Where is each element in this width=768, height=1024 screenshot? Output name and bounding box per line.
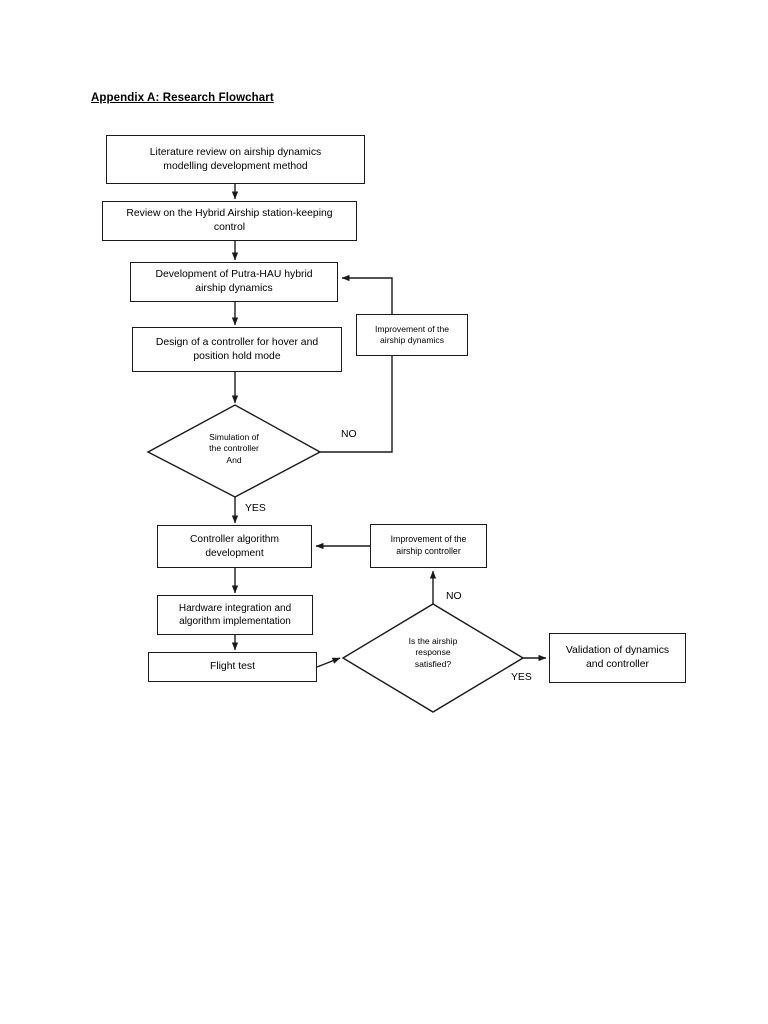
node-improvement-airship-dynamics[interactable]: Improvement of the airship dynamics	[356, 314, 468, 356]
edge-label-simulation-yes: YES	[245, 503, 266, 514]
edge-flight-test-to-decision	[316, 657, 341, 668]
node-validation[interactable]: Validation of dynamics and controller	[549, 633, 686, 683]
node-controller-algorithm[interactable]: Controller algorithm development	[157, 525, 312, 568]
page-title: Appendix A: Research Flowchart	[91, 92, 274, 104]
edge-label-response-yes: YES	[511, 672, 532, 683]
edge-label-response-no: NO	[446, 591, 462, 602]
node-hardware-integration[interactable]: Hardware integration and algorithm imple…	[157, 595, 313, 635]
node-validation-label: Validation of dynamics and controller	[565, 645, 670, 670]
edge-label-simulation-no: NO	[341, 429, 357, 440]
node-hybrid-airship-review-label: Review on the Hybrid Airship station-kee…	[126, 208, 333, 233]
decision-response-shape	[341, 603, 525, 713]
node-hardware-integration-label: Hardware integration and algorithm imple…	[178, 602, 292, 627]
node-literature-review[interactable]: Literature review on airship dynamics mo…	[106, 135, 365, 184]
node-hybrid-airship-review[interactable]: Review on the Hybrid Airship station-kee…	[102, 201, 357, 241]
node-development-putra-hau-label: Development of Putra-HAU hybrid airship …	[155, 269, 313, 294]
node-flight-test[interactable]: Flight test	[148, 652, 317, 682]
node-literature-review-label: Literature review on airship dynamics mo…	[149, 146, 322, 172]
node-controller-design[interactable]: Design of a controller for hover and pos…	[132, 327, 342, 372]
edge-simulation-no-feedback	[320, 274, 393, 453]
decision-simulation-shape	[146, 404, 322, 498]
node-improvement-airship-dynamics-label: Improvement of the airship dynamics	[374, 323, 450, 345]
node-flight-test-label: Flight test	[209, 661, 256, 673]
node-improvement-airship-controller[interactable]: Improvement of the airship controller	[370, 524, 487, 568]
node-controller-algorithm-label: Controller algorithm development	[190, 534, 279, 559]
node-controller-design-label: Design of a controller for hover and pos…	[155, 336, 319, 362]
node-development-putra-hau[interactable]: Development of Putra-HAU hybrid airship …	[130, 262, 338, 302]
node-improvement-airship-controller-label: Improvement of the airship controller	[390, 534, 467, 556]
